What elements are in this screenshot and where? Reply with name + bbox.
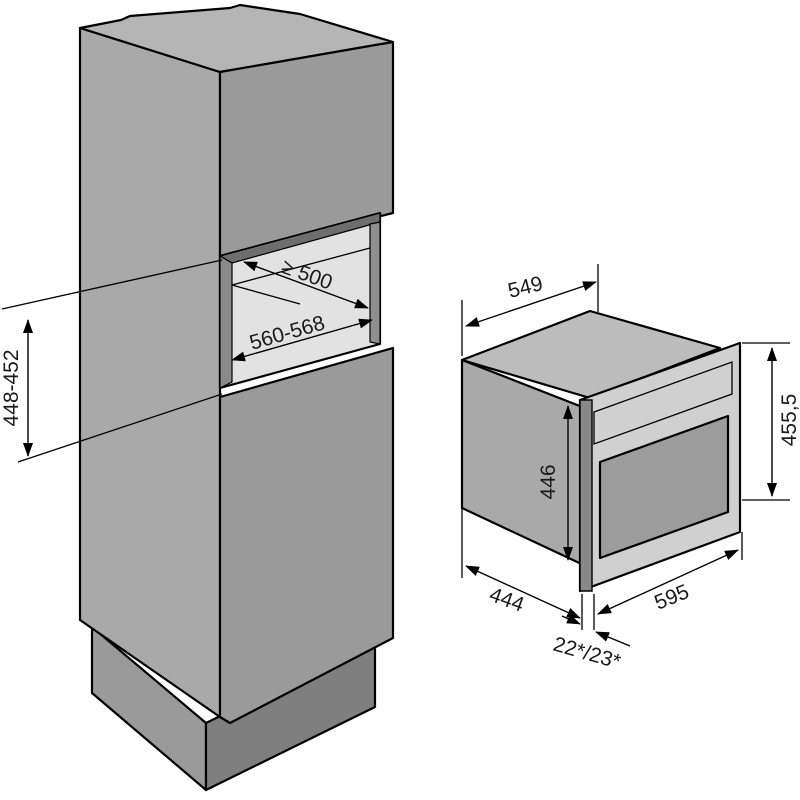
appliance-door-window [598, 414, 730, 560]
niche-height-label: 448-452 [0, 349, 23, 426]
body-depth-arrow [465, 565, 581, 619]
tall-cabinet [78, 3, 395, 792]
appliance [460, 309, 742, 593]
cabinet-side-panel [78, 26, 222, 719]
niche-depth-arrow [243, 261, 369, 309]
cabinet-upper-door [218, 40, 395, 258]
appliance-top [460, 309, 722, 400]
front-width-arrow [597, 549, 739, 615]
front-thickness-arrow-right [595, 631, 631, 647]
appliance-dimension-lines [461, 264, 790, 647]
cabinet-dimension-lines [1, 259, 373, 463]
appliance-front-width-label: 595 [651, 580, 692, 614]
appliance-front-edge [579, 399, 593, 592]
appliance-front-height-label: 455,5 [778, 394, 800, 447]
appliance-control-strip [593, 361, 733, 445]
appliance-depth-label: 549 [506, 272, 546, 303]
front-thickness-arrow-left [561, 614, 581, 625]
niche-width-arrow [231, 318, 373, 362]
appliance-body-height-label: 446 [537, 464, 560, 499]
depth-549-arrow [465, 281, 597, 327]
appliance-body-depth-label: 444 [486, 583, 527, 617]
